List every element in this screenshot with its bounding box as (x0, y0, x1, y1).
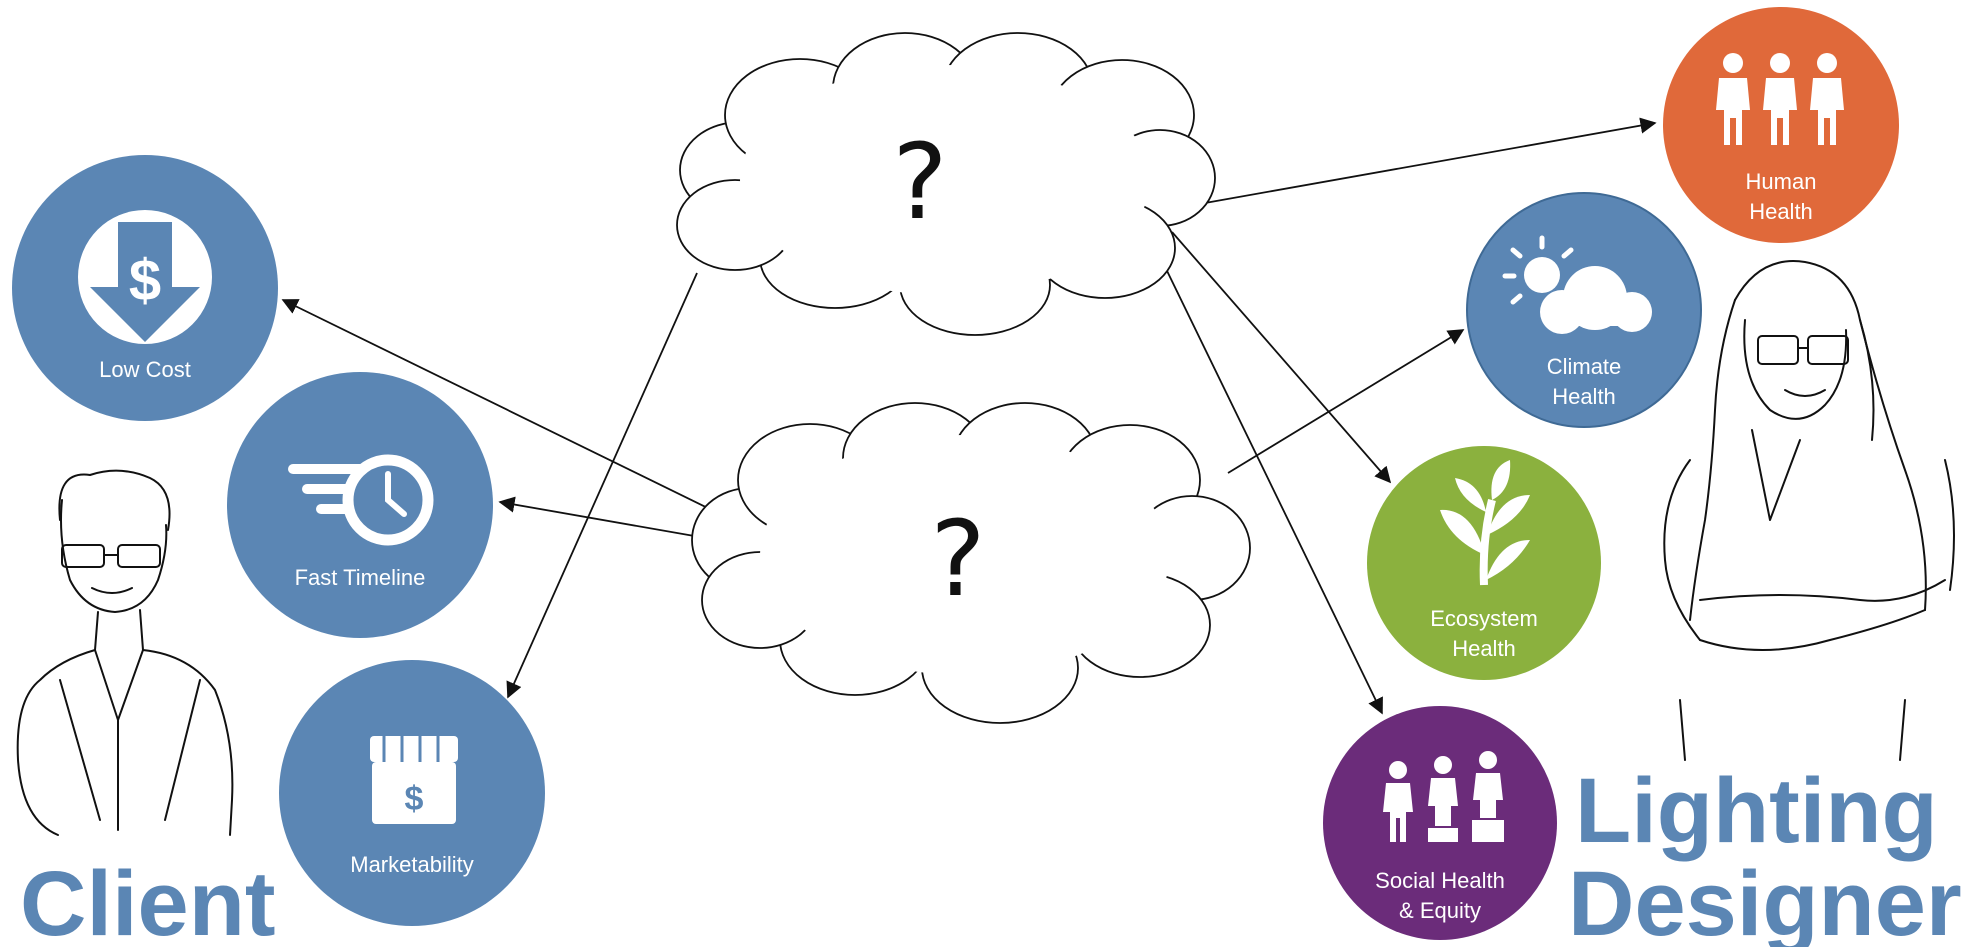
designer-title-line1: Lighting (1575, 760, 1938, 862)
top-cloud: ? (676, 32, 1216, 336)
arrow-top-cloud-to-human-health (1204, 117, 1657, 204)
equity-people-icon (1383, 751, 1504, 842)
people-icon (1716, 53, 1844, 145)
designer-goal-human-health: Human Health (1663, 7, 1899, 243)
client-goal-fast-timeline: Fast Timeline (227, 372, 493, 638)
client-title: Client (20, 853, 276, 947)
fast-timeline-label: Fast Timeline (295, 565, 426, 590)
svg-text:$: $ (405, 780, 424, 818)
designer-portrait-sketch (1663, 260, 1955, 761)
client-goal-low-cost: $ Low Cost (12, 155, 278, 421)
fast-clock-icon (288, 454, 434, 546)
storefront-dollar-icon: $ (370, 736, 458, 824)
human-health-label-line2: Health (1749, 199, 1813, 224)
social-health-label-line2: & Equity (1399, 898, 1481, 923)
climate-health-label-line1: Climate (1547, 354, 1622, 379)
arrow-middle-cloud-to-fast-timeline (498, 496, 701, 538)
human-health-label-line1: Human (1746, 169, 1817, 194)
climate-health-label-line2: Health (1552, 384, 1616, 409)
ecosystem-health-label-line2: Health (1452, 636, 1516, 661)
plant-icon (1440, 460, 1530, 586)
designer-goal-ecosystem-health: Ecosystem Health (1367, 446, 1601, 680)
arrow-top-cloud-to-marketability (506, 272, 698, 699)
designer-goal-social-health: Social Health & Equity (1323, 706, 1557, 940)
marketability-label: Marketability (350, 852, 473, 877)
dollar-down-arrow-icon: $ (78, 210, 212, 344)
arrow-middle-cloud-to-low-cost (281, 299, 723, 516)
social-health-label-line1: Social Health (1375, 868, 1505, 893)
arrow-top-cloud-to-ecosystem-health (1171, 231, 1392, 484)
arrow-top-cloud-to-social-health (1151, 239, 1383, 715)
low-cost-label: Low Cost (99, 357, 191, 382)
middle-cloud: ? (691, 402, 1251, 724)
sun-cloud-icon (1502, 235, 1652, 334)
client-goal-marketability: $ Marketability (279, 660, 545, 926)
ecosystem-health-label-line1: Ecosystem (1430, 606, 1538, 631)
arrow-middle-cloud-to-climate-health (1227, 329, 1465, 474)
svg-text:$: $ (129, 248, 161, 313)
client-portrait-sketch (16, 469, 234, 836)
top-cloud-question-mark: ? (892, 121, 947, 243)
connector-arrows (281, 117, 1657, 715)
middle-cloud-question-mark: ? (930, 498, 985, 620)
designer-title-line2: Designer (1568, 853, 1962, 947)
designer-goal-climate-health: Climate Health (1466, 192, 1702, 428)
